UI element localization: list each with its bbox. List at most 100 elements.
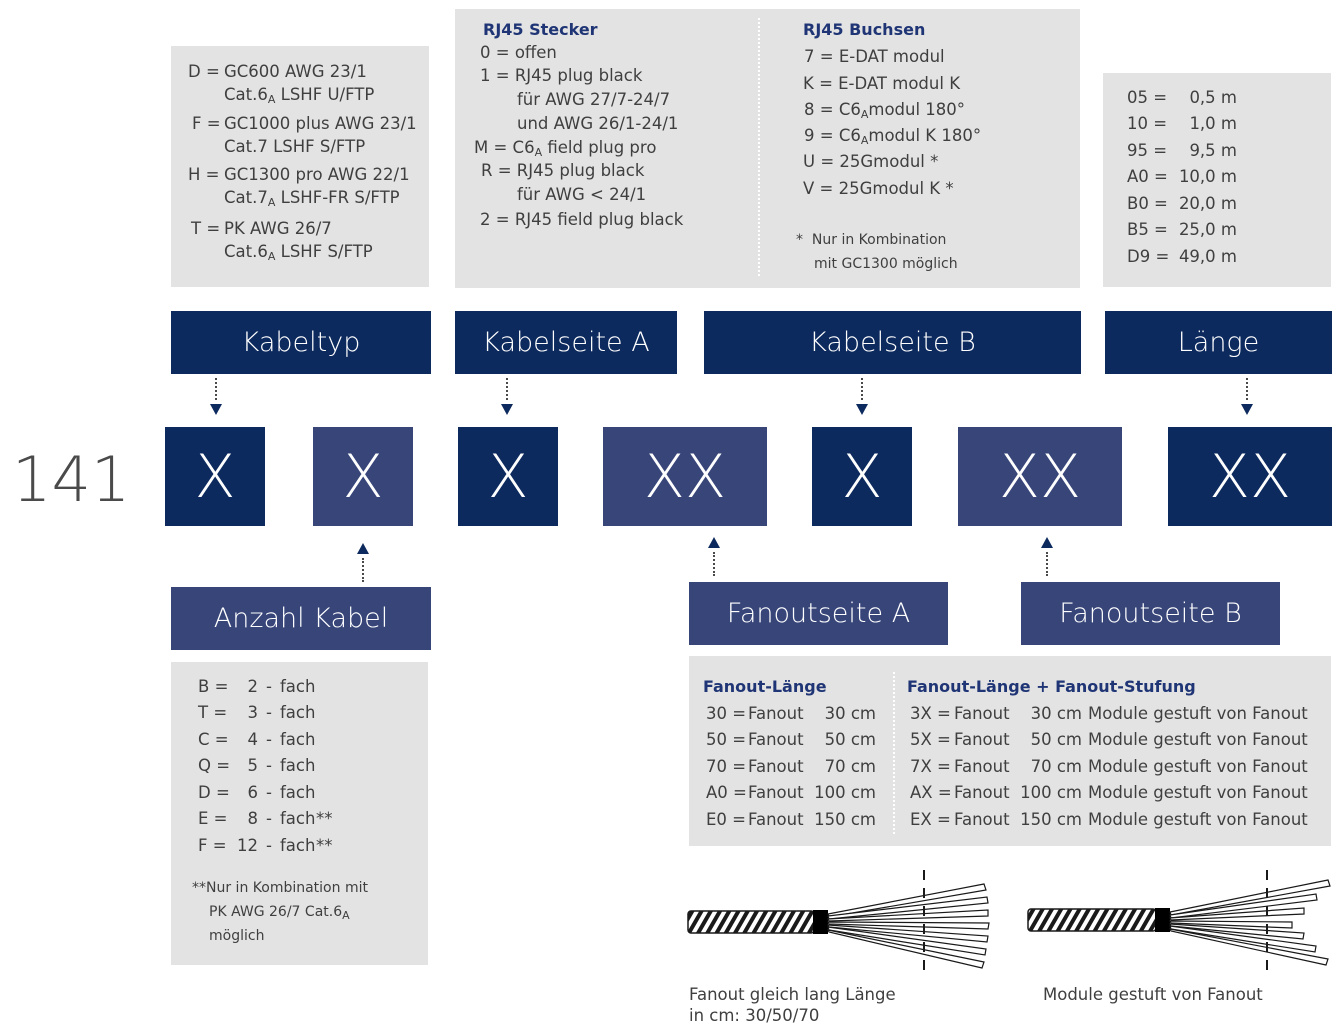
table-row: B5 =25,0 m: [1127, 220, 1237, 240]
stecker-line: für AWG 27/7-24/7: [517, 90, 671, 109]
table-row: F =12-fach**: [198, 835, 333, 855]
arrow-down-icon: [210, 404, 222, 415]
kabeltyp-code: F =: [192, 114, 221, 133]
stecker-line: M = C6A field plug pro: [474, 138, 657, 159]
buchsen-note: mit GC1300 möglich: [814, 256, 958, 272]
kabeltyp-line: GC1300 pro AWG 22/1: [224, 165, 410, 184]
table-row: B0 =20,0 m: [1127, 193, 1237, 213]
arrow-up-icon: [708, 537, 720, 548]
table-row: A0 =10,0 m: [1127, 167, 1237, 187]
kabelseite-divider: [758, 18, 760, 276]
kabeltyp-line: Cat.7 LSHF S/FTP: [224, 137, 366, 156]
connector-dots: [1246, 378, 1248, 400]
stecker-line: für AWG < 24/1: [517, 185, 647, 204]
anzahl-note: PK AWG 26/7 Cat.6A: [209, 904, 350, 922]
stecker-line: und AWG 26/1-24/1: [517, 114, 679, 133]
fanout-info-box: [689, 656, 1331, 846]
laenge-info-box: [1103, 73, 1331, 287]
connector-dots: [713, 552, 715, 576]
arrow-up-icon: [1041, 537, 1053, 548]
caption-equal-length: Fanout gleich lang Länge: [689, 985, 896, 1004]
table-row: D9 =49,0 m: [1127, 246, 1237, 266]
buchsen-title: RJ45 Buchsen: [803, 20, 926, 39]
laenge-header: Länge: [1105, 311, 1332, 374]
connector-dots: [215, 378, 217, 400]
arrow-down-icon: [856, 404, 868, 415]
table-row: C =4-fach: [198, 729, 316, 749]
stecker-title: RJ45 Stecker: [483, 20, 598, 39]
anzahl-note: möglich: [209, 928, 265, 944]
kabeltyp-header: Kabeltyp: [171, 311, 431, 374]
buchsen-note: * Nur in Kombination: [796, 232, 947, 248]
kabeltyp-line: GC1000 plus AWG 23/1: [224, 114, 417, 133]
buchsen-line: 7 = E-DAT modul: [804, 47, 945, 66]
table-row: D =6-fach: [198, 782, 316, 802]
table-row: 95 =9,5 m: [1127, 140, 1237, 160]
arrow-down-icon: [1241, 404, 1253, 415]
connector-dots: [506, 378, 508, 400]
kabelseite-info-box: [455, 9, 1080, 288]
buchsen-line: 9 = C6Amodul K 180°: [804, 126, 982, 147]
stecker-line: 1 = RJ45 plug black: [480, 66, 643, 85]
stecker-line: R = RJ45 plug black: [481, 161, 645, 180]
kabelseite-a-header: Kabelseite A: [455, 311, 677, 374]
fanout-laenge-title: Fanout-Länge: [703, 677, 827, 696]
anzahl-table: B =2-fach T =3-fach C =4-fach Q =5-fach …: [198, 673, 333, 859]
code-kabeltyp: X: [165, 427, 265, 526]
table-row: Q =5-fach: [198, 756, 316, 776]
table-row: T =3-fach: [198, 703, 316, 723]
caption-staggered: Module gestuft von Fanout: [1043, 985, 1263, 1004]
stecker-line: 0 = offen: [480, 43, 557, 62]
connector-dots: [1046, 552, 1048, 576]
code-kabelseite-b: X: [812, 427, 912, 526]
caption-equal-length: in cm: 30/50/70: [689, 1006, 820, 1025]
connector-dots: [362, 558, 364, 582]
buchsen-line: K = E-DAT modul K: [803, 74, 961, 93]
fanoutseite-b-header: Fanoutseite B: [1021, 582, 1280, 645]
kabeltyp-line: PK AWG 26/7: [224, 219, 332, 238]
code-laenge: XX: [1168, 427, 1332, 526]
table-row: 05 =0,5 m: [1127, 87, 1237, 107]
arrow-up-icon: [357, 543, 369, 554]
code-fanout-a: XX: [603, 427, 767, 526]
stecker-line: 2 = RJ45 field plug black: [480, 210, 684, 229]
fanout-equal-length-illustration: [687, 870, 990, 978]
kabeltyp-code: T =: [191, 219, 221, 238]
fanout-stufung-title: Fanout-Länge + Fanout-Stufung: [907, 677, 1196, 696]
code-kabelseite-a: X: [458, 427, 558, 526]
kabeltyp-line: Cat.6A LSHF S/FTP: [224, 242, 373, 263]
kabeltyp-code: H =: [188, 165, 220, 184]
kabelseite-b-header: Kabelseite B: [704, 311, 1081, 374]
anzahl-info-box: [171, 662, 428, 965]
laenge-table: 05 =0,5 m 10 =1,0 m 95 =9,5 m A0 =10,0 m…: [1127, 84, 1237, 270]
buchsen-line: V = 25Gmodul K *: [803, 179, 954, 198]
module-staggered-illustration: [1027, 870, 1331, 978]
anzahl-note: **Nur in Kombination mit: [192, 880, 368, 896]
table-row: E =8-fach**: [198, 809, 333, 829]
kabeltyp-info-box: [171, 46, 429, 287]
kabeltyp-line: Cat.7A LSHF-FR S/FTP: [224, 188, 400, 209]
buchsen-line: U = 25Gmodul *: [803, 152, 939, 171]
arrow-down-icon: [501, 404, 513, 415]
table-row: 10 =1,0 m: [1127, 114, 1237, 134]
table-row: B =2-fach: [198, 676, 316, 696]
connector-dots: [861, 378, 863, 400]
anzahl-kabel-header: Anzahl Kabel: [171, 587, 431, 650]
code-fanout-b: XX: [958, 427, 1122, 526]
buchsen-line: 8 = C6Amodul 180°: [804, 100, 966, 121]
kabeltyp-code: D =: [188, 62, 220, 81]
code-anzahl: X: [313, 427, 413, 526]
fanout-divider: [893, 672, 895, 834]
